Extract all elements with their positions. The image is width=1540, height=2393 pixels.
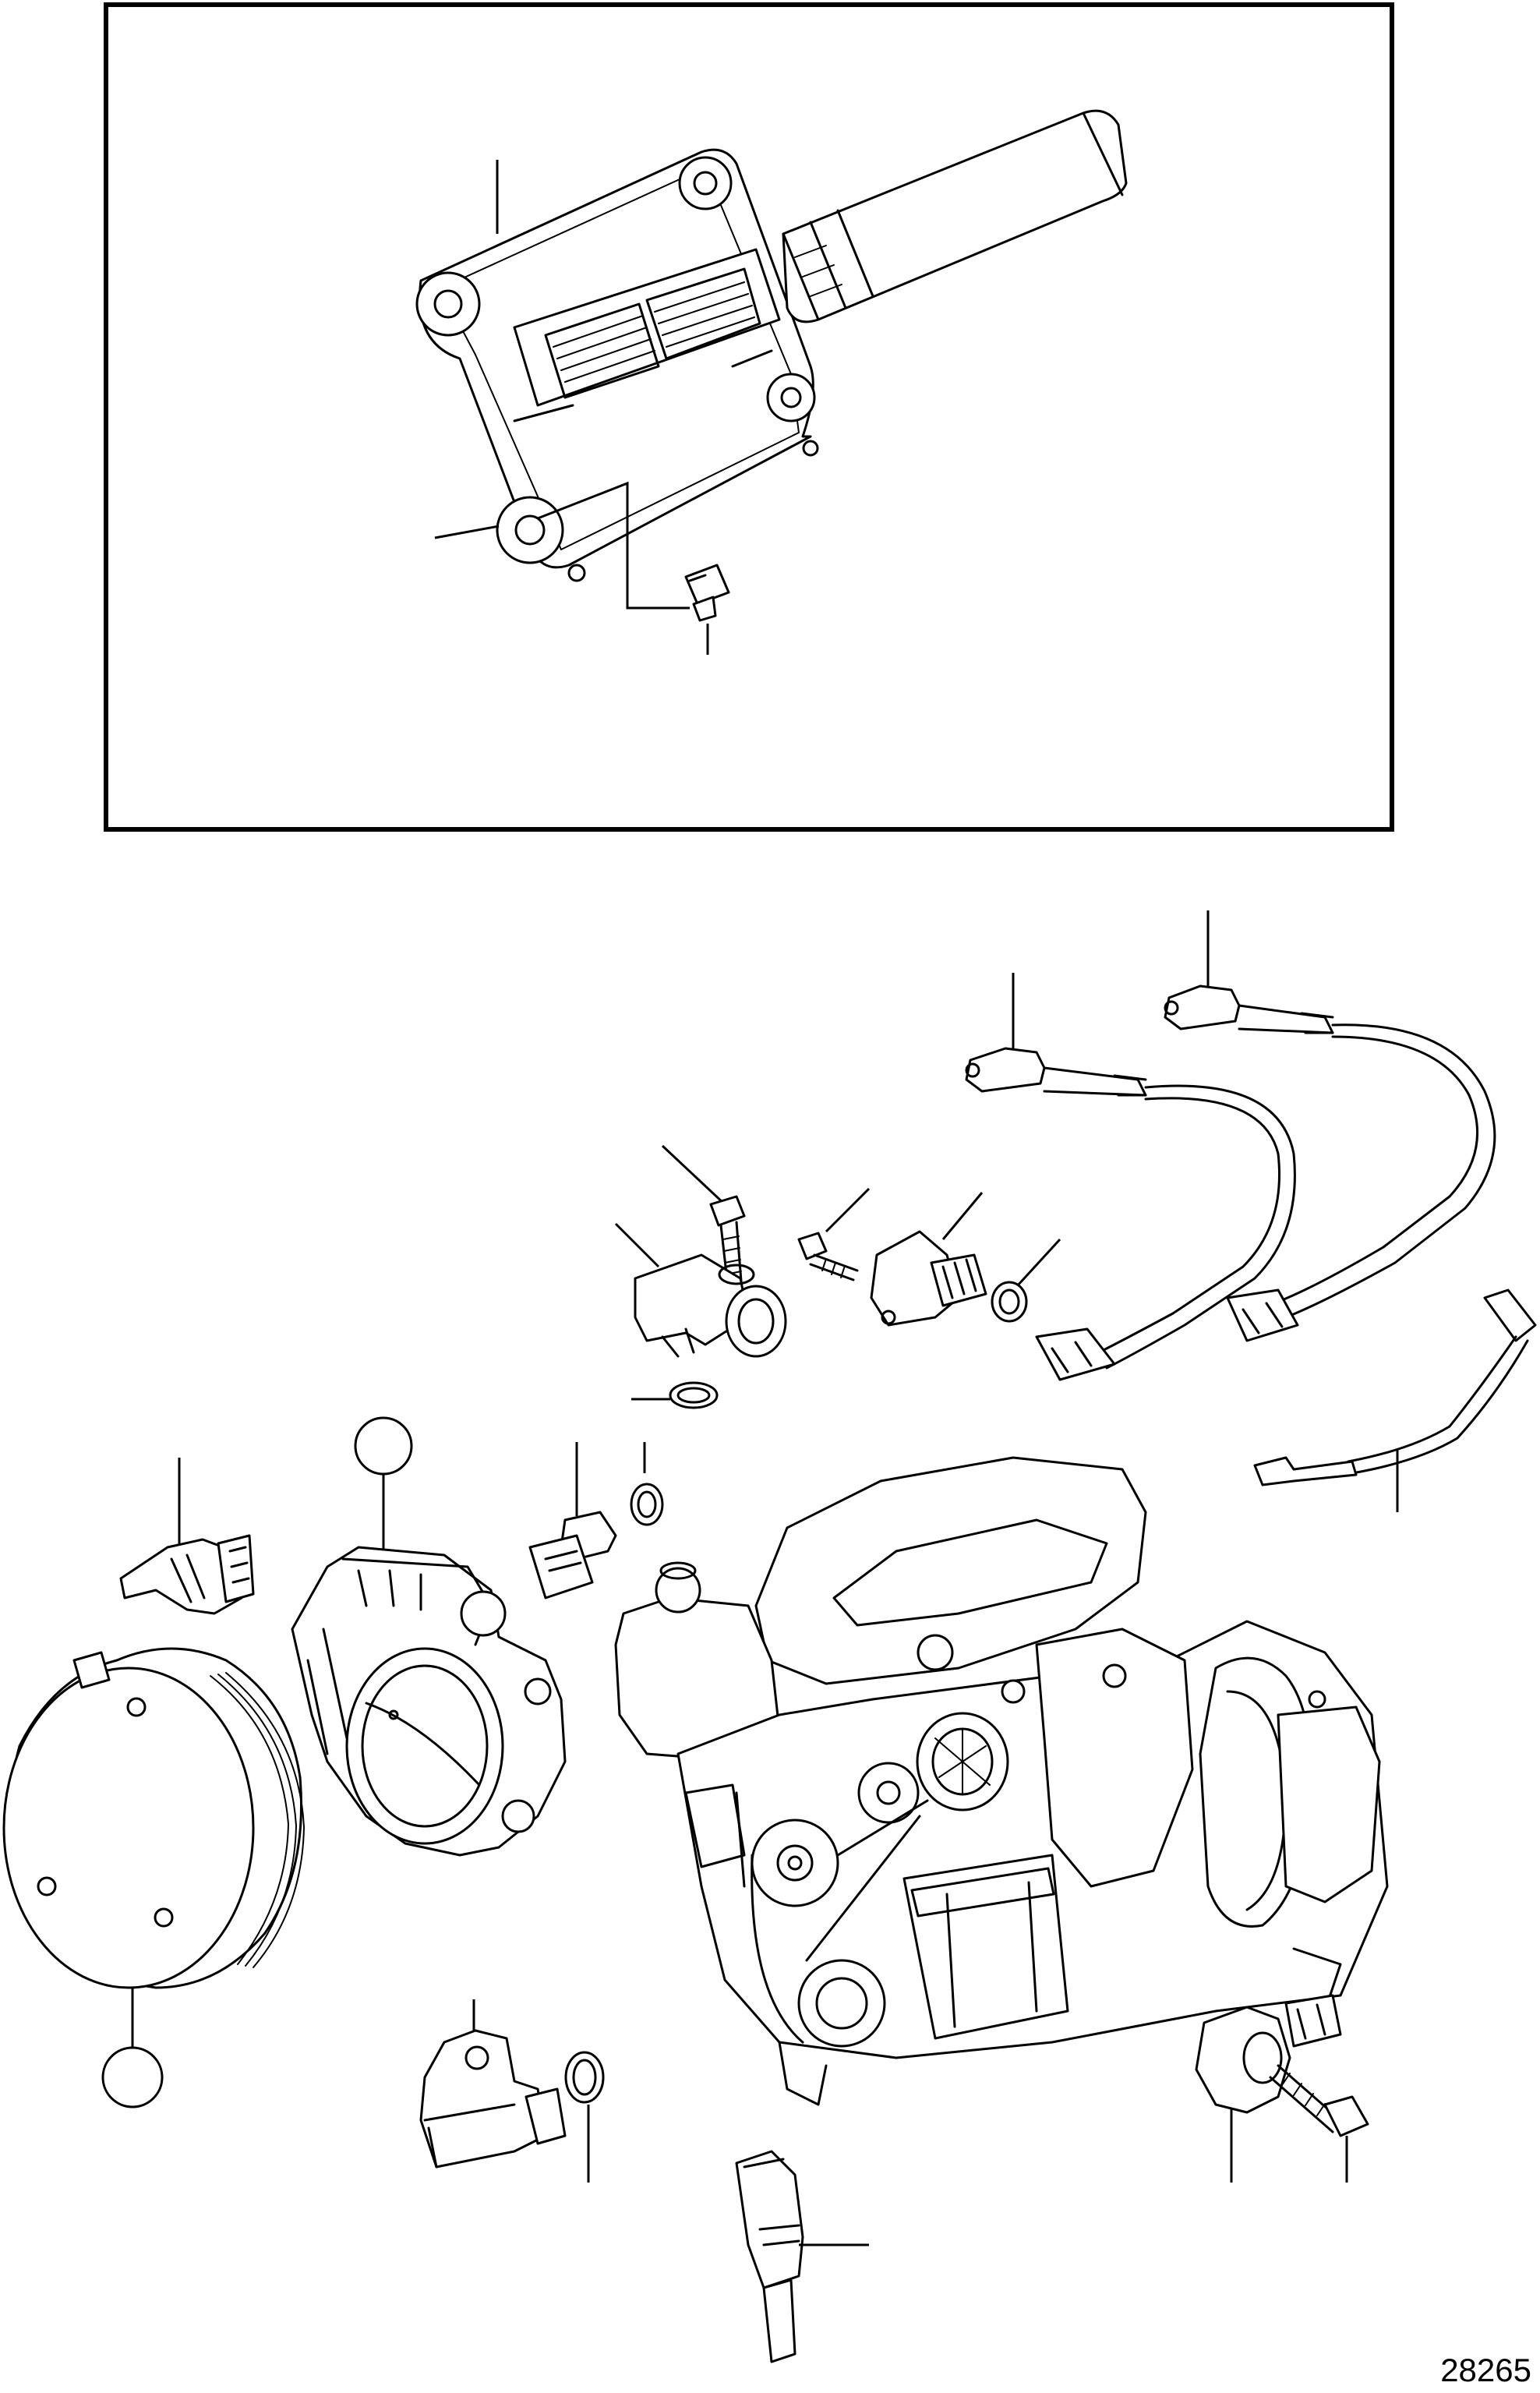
engine-assembly xyxy=(614,1456,1389,2106)
inset-frame xyxy=(104,2,1394,832)
ecu-bolt xyxy=(684,564,730,622)
ecu-connector-plug xyxy=(782,109,1128,323)
lambda-sensor-rear xyxy=(1164,910,1496,1342)
intake-temperature-sensor xyxy=(735,2150,869,2363)
fuel-pressure-sensor xyxy=(419,1999,605,2183)
ecu-leaders xyxy=(434,160,709,655)
knock-sensor xyxy=(1195,1994,1369,2183)
camshaft-sensor xyxy=(797,1187,1061,1327)
temperature-sensor-cable xyxy=(1253,1288,1537,1512)
ecu-bracket xyxy=(415,148,819,582)
throttle-body xyxy=(291,1416,567,1857)
crankshaft-damper xyxy=(2,1647,305,2108)
coolant-temperature-sensor xyxy=(119,1458,255,1615)
drawing-number: 28265 xyxy=(1440,2352,1531,2388)
map-sensor xyxy=(614,1144,787,1409)
lambda-sensor-upper xyxy=(965,973,1296,1381)
oil-pressure-sensor xyxy=(528,1442,664,1599)
